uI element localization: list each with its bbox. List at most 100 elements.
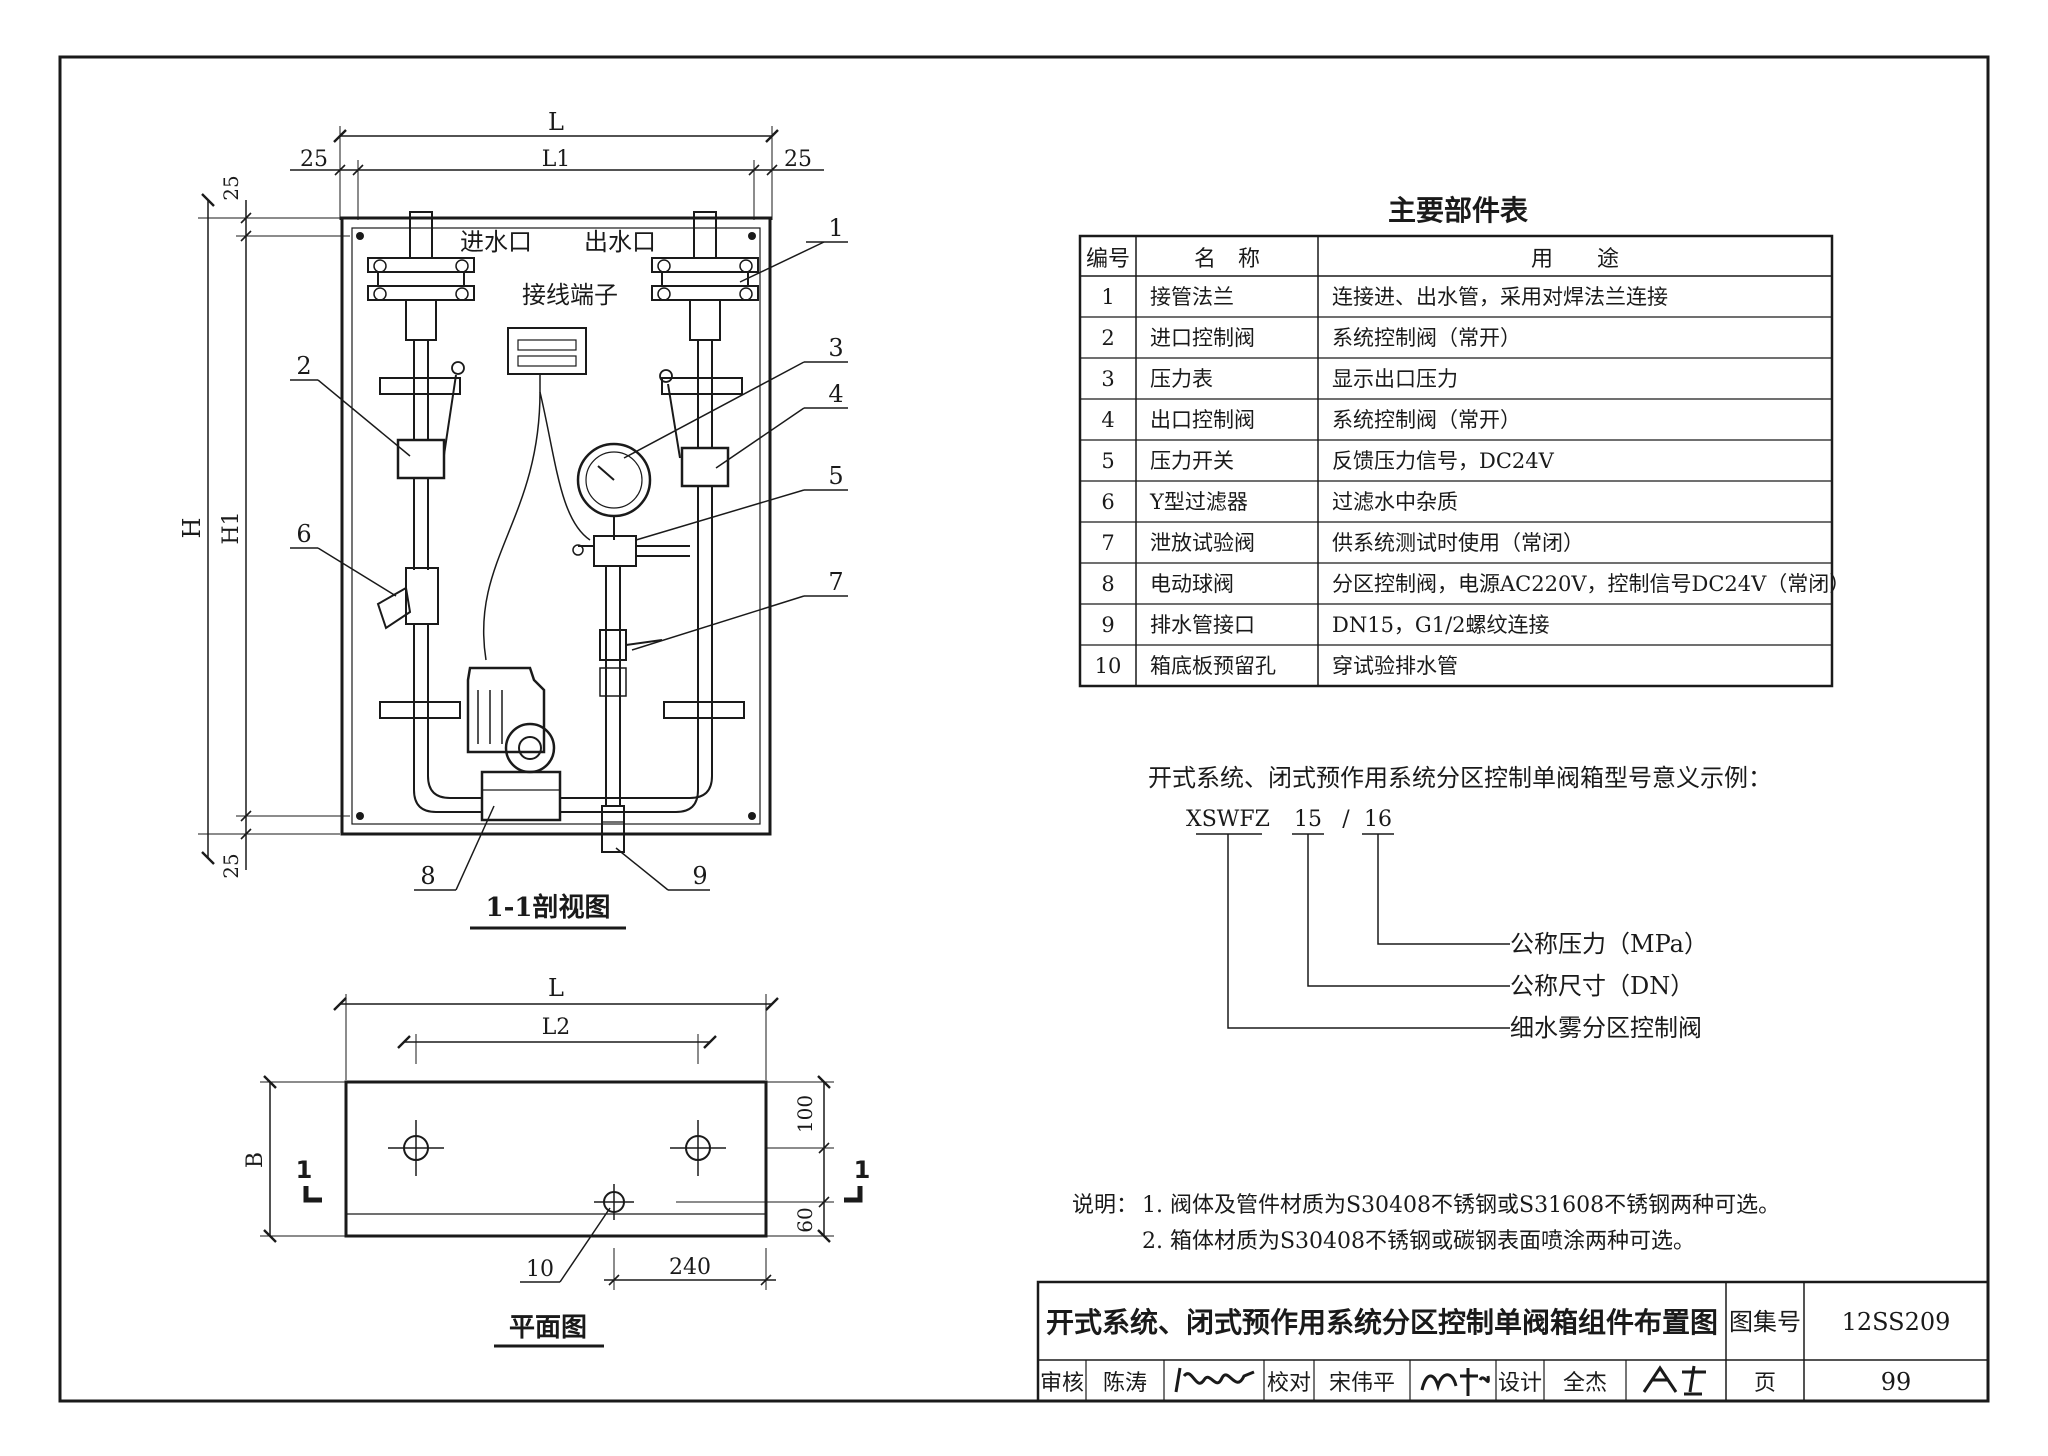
check-label: 校对 [1267, 1371, 1311, 1396]
notes: 说明： 1. 阀体及管件材质为S30408不锈钢或S31608不锈钢两种可选。 … [1072, 1193, 1780, 1254]
plan-view: L L2 B 100 [243, 974, 871, 1348]
table-cell-no: 1 [1101, 285, 1114, 309]
table-header-name: 名 称 [1194, 247, 1260, 272]
model-size: 15 [1294, 807, 1322, 832]
base-hole-left [388, 1120, 444, 1176]
drain-outlet [601, 805, 625, 853]
table-cell-no: 10 [1095, 654, 1122, 678]
terminal-block [482, 327, 591, 661]
inlet-pipe-assembly [367, 211, 482, 813]
drain-test-valve [599, 629, 627, 661]
callout-6: 6 [296, 520, 311, 548]
callout-3: 3 [828, 334, 843, 362]
table-cell-no: 4 [1101, 408, 1114, 432]
callout-7: 7 [828, 568, 843, 596]
cabinet-outline [340, 216, 772, 836]
table-header-use: 用 途 [1531, 247, 1619, 272]
checker-signature [1420, 1368, 1490, 1396]
plan-dim-B: B [243, 1152, 268, 1168]
table-row: 9 排水管接口 DN15，G1/2螺纹连接 [1101, 613, 1549, 637]
table-cell-use: 分区控制阀，电源AC220V，控制信号DC24V（常闭） [1332, 572, 1850, 596]
table-cell-use: DN15，G1/2螺纹连接 [1332, 613, 1550, 637]
table-cell-name: 排水管接口 [1150, 613, 1255, 637]
section-mark-right [844, 1186, 863, 1203]
callout-4: 4 [828, 380, 843, 408]
base-hole-drain [594, 1184, 634, 1220]
table-cell-name: Y型过滤器 [1149, 490, 1248, 514]
base-hole-right [670, 1120, 726, 1176]
table-cell-use: 系统控制阀（常开） [1332, 326, 1521, 350]
outlet-pipe-assembly [560, 211, 759, 813]
atlas-label: 图集号 [1729, 1308, 1801, 1336]
motorized-ball-valve [466, 666, 562, 822]
drawing-title: 开式系统、闭式预作用系统分区控制单阀箱组件布置图 [1046, 1306, 1718, 1339]
table-cell-name: 箱底板预留孔 [1150, 654, 1276, 678]
atlas-number: 12SS209 [1842, 1308, 1951, 1336]
design-label: 设计 [1498, 1371, 1542, 1396]
page-number: 99 [1881, 1368, 1912, 1396]
test-drain-pipe [599, 566, 663, 853]
table-cell-use: 过滤水中杂质 [1332, 490, 1458, 514]
table-cell-use: 连接进、出水管，采用对焊法兰连接 [1332, 285, 1668, 309]
reviewer-name: 陈涛 [1103, 1371, 1147, 1396]
table-row: 6 Y型过滤器 过滤水中杂质 [1101, 490, 1458, 514]
table-cell-use: 穿试验排水管 [1332, 654, 1458, 678]
label-terminal: 接线端子 [522, 281, 618, 309]
table-cell-name: 出口控制阀 [1150, 408, 1255, 432]
plan-dim-100: 100 [793, 1095, 817, 1133]
plan-dim-L: L [548, 974, 564, 1002]
model-pressure: 16 [1364, 807, 1392, 832]
dim-25-top: 25 [219, 175, 243, 200]
section-mark-right-label: 1 [854, 1156, 871, 1184]
plan-dim-240: 240 [669, 1255, 711, 1280]
table-cell-use: 显示出口压力 [1332, 367, 1458, 391]
section-view: L L1 25 25 H H1 25 25 进水口 出水口 [178, 108, 848, 930]
dim-L-label: L [548, 108, 564, 136]
callout-9: 9 [692, 862, 707, 890]
title-block: 开式系统、闭式预作用系统分区控制单阀箱组件布置图 图集号 12SS209 审核 … [1036, 1280, 1990, 1403]
callout-leaders [290, 241, 848, 891]
dim-25-left: 25 [300, 147, 328, 172]
notes-lead: 说明： [1072, 1193, 1138, 1218]
inlet-control-valve [396, 438, 446, 480]
callout-8: 8 [420, 862, 435, 890]
checker-name: 宋伟平 [1329, 1371, 1395, 1396]
label-outlet: 出水口 [584, 228, 656, 256]
model-example-title: 开式系统、闭式预作用系统分区控制单阀箱型号意义示例： [1148, 764, 1772, 792]
note-2: 2. 箱体材质为S30408不锈钢或碳钢表面喷涂两种可选。 [1142, 1229, 1695, 1254]
table-cell-no: 6 [1101, 490, 1114, 514]
pressure-gauge [576, 442, 652, 540]
designer-name: 全杰 [1563, 1371, 1607, 1396]
base-plate [344, 1080, 768, 1238]
table-cell-no: 5 [1101, 449, 1114, 473]
label-inlet: 进水口 [460, 228, 532, 256]
meaning-code: 细水雾分区控制阀 [1510, 1014, 1702, 1042]
table-row: 10 箱底板预留孔 穿试验排水管 [1095, 654, 1458, 678]
table-cell-use: 系统控制阀（常开） [1332, 408, 1521, 432]
meaning-size: 公称尺寸（DN） [1510, 972, 1694, 1000]
table-cell-name: 压力表 [1150, 367, 1213, 391]
callout-10: 10 [526, 1257, 554, 1282]
table-cell-no: 2 [1101, 326, 1114, 350]
page-label: 页 [1754, 1371, 1776, 1396]
sheet-frame [58, 55, 1990, 1403]
pressure-switch [572, 535, 690, 567]
y-strainer [405, 567, 439, 625]
callout-1: 1 [828, 214, 843, 242]
dim-H1-label: H1 [219, 511, 244, 544]
meaning-pressure: 公称压力（MPa） [1510, 930, 1708, 958]
designer-signature [1642, 1365, 1706, 1396]
table-cell-use: 反馈压力信号，DC24V [1332, 449, 1555, 473]
note-1: 1. 阀体及管件材质为S30408不锈钢或S31608不锈钢两种可选。 [1142, 1193, 1780, 1218]
reviewer-signature [1174, 1367, 1255, 1393]
table-cell-no: 9 [1101, 613, 1114, 637]
outlet-control-valve [680, 446, 730, 488]
table-header-no: 编号 [1086, 247, 1130, 272]
